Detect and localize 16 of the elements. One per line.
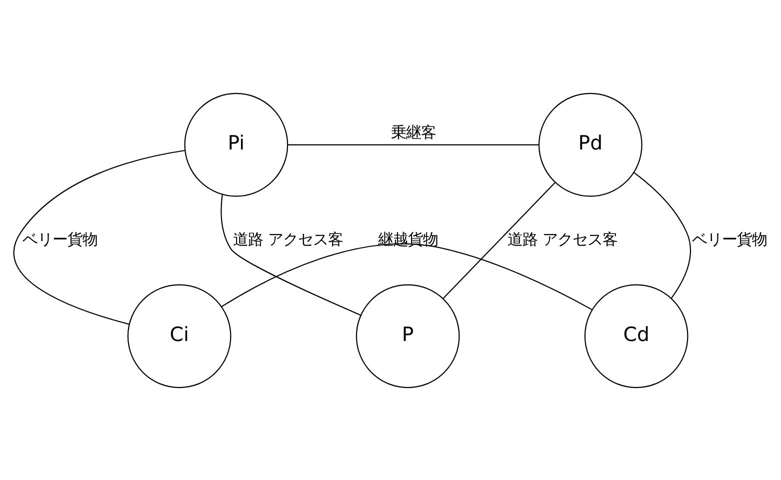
connector xyxy=(287,144,538,145)
edge-label: ベリー貨物 xyxy=(691,230,766,248)
edge-label: 道路 アクセス客 xyxy=(507,230,617,248)
node-circle: Ci xyxy=(126,284,231,388)
connector xyxy=(12,149,184,324)
connector xyxy=(633,172,690,298)
edge-label: ベリー貨物 xyxy=(22,230,98,248)
connector xyxy=(220,242,592,310)
node-circle: Pi xyxy=(184,92,288,196)
connector xyxy=(220,194,361,316)
node-circle: Cd xyxy=(584,284,688,388)
connector xyxy=(442,182,556,298)
node-circle: Pd xyxy=(538,92,642,196)
edge-label: 道路 アクセス客 xyxy=(232,230,343,248)
node-circle: P xyxy=(355,284,460,388)
edge-label: 乗継客 xyxy=(390,122,436,141)
